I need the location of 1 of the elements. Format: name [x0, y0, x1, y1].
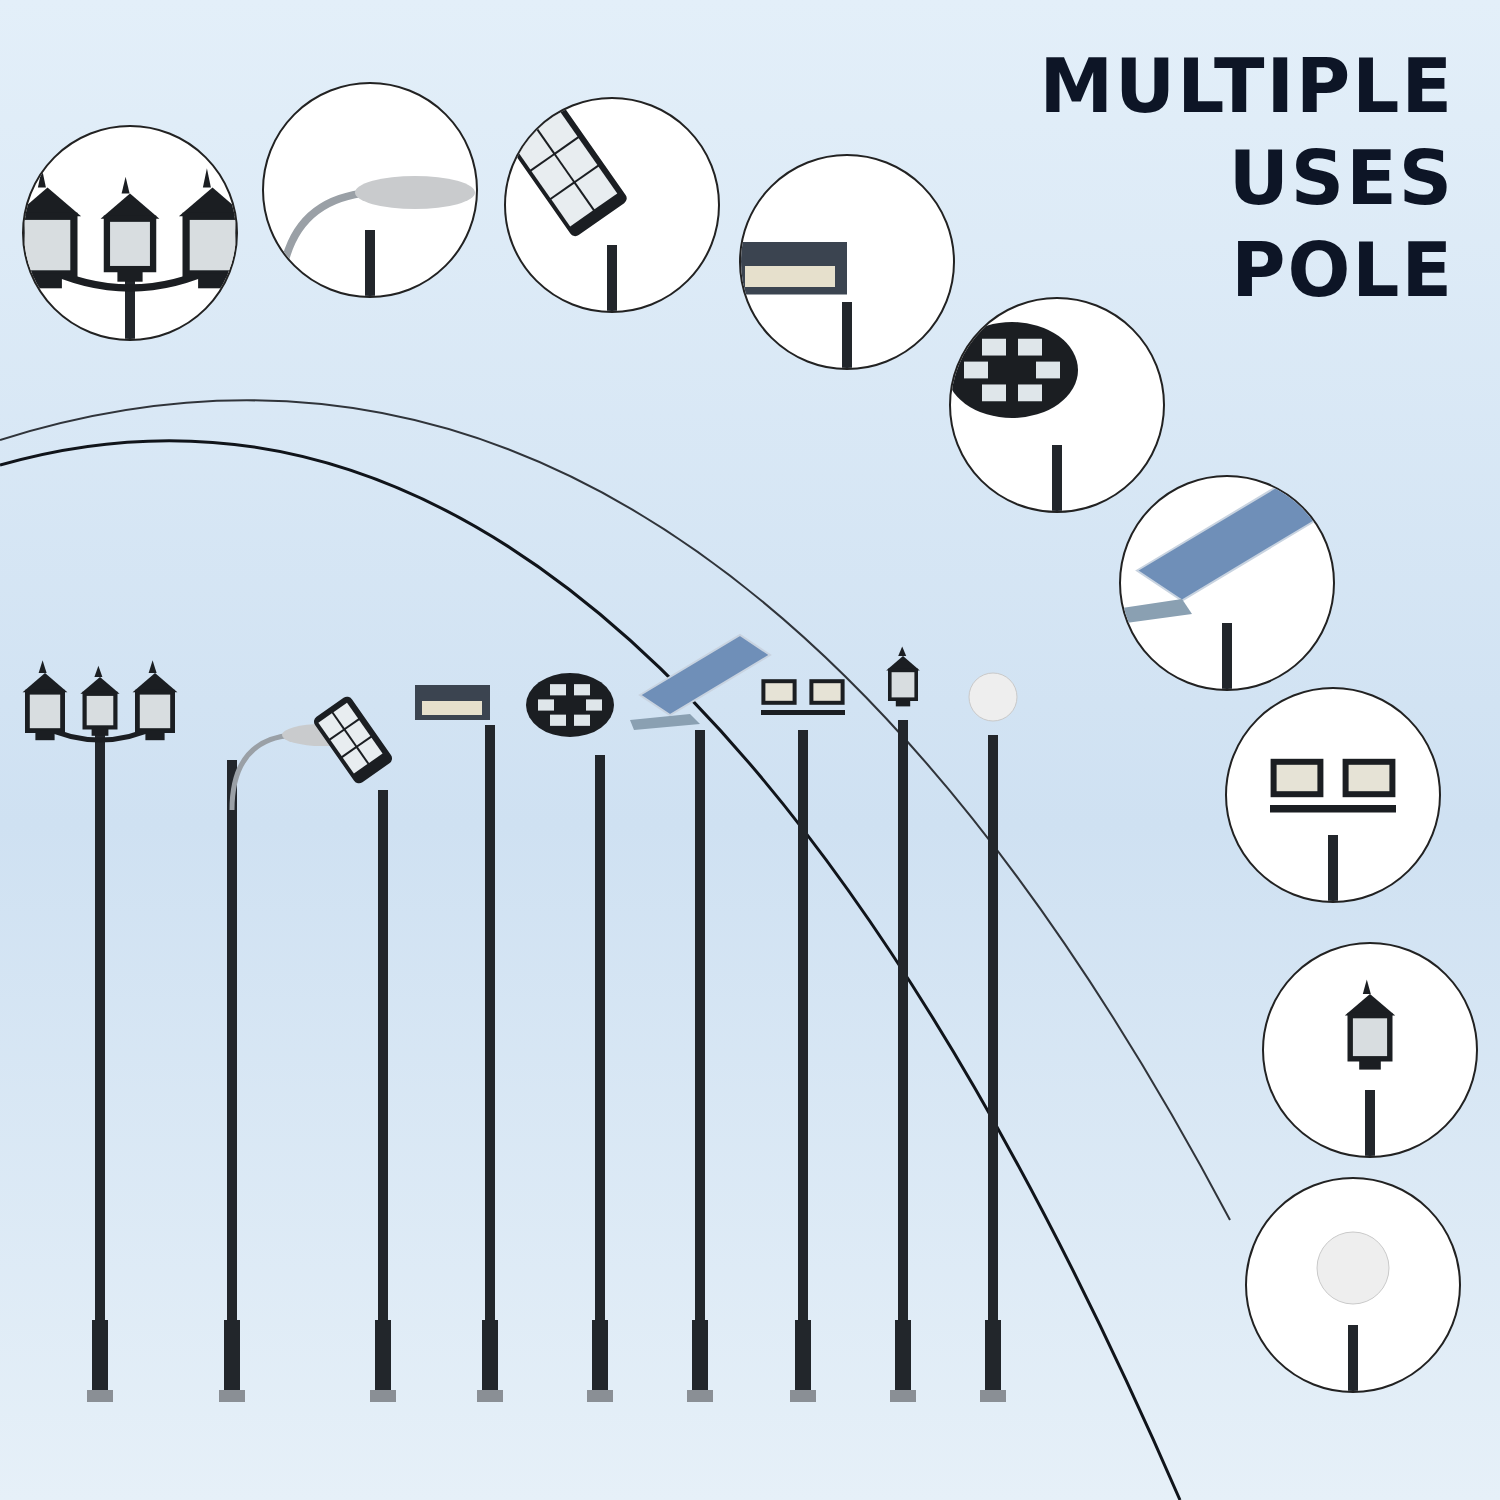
title: MULTIPLE USES POLE	[1038, 42, 1454, 315]
